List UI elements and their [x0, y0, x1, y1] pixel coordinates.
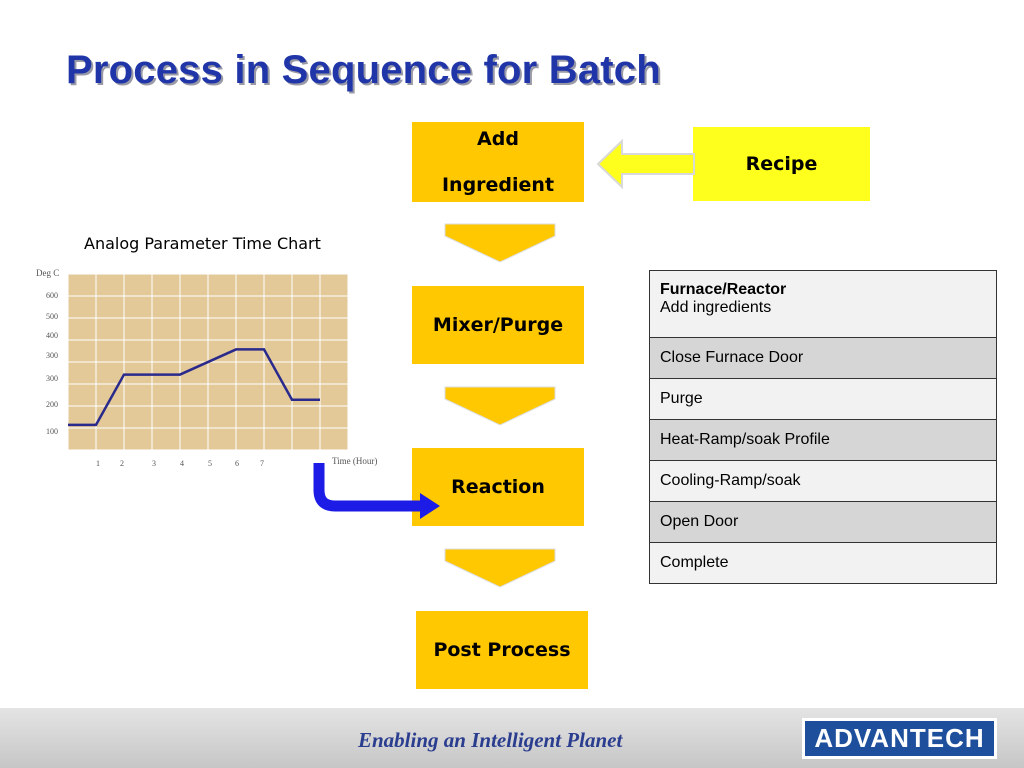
chart-x-tick-label: 4	[180, 459, 184, 468]
chart-y-label: Deg C	[36, 268, 59, 278]
add-ingredient-line2: Ingredient	[441, 174, 555, 196]
table-header-subtitle: Add ingredients	[660, 299, 772, 316]
chart-y-tick-label: 600	[46, 291, 58, 300]
chart-y-tick-label: 400	[46, 331, 58, 340]
chart-y-tick-label: 200	[46, 400, 58, 409]
down-arrow-3	[444, 548, 556, 588]
chart-y-tick-label: 300	[46, 351, 58, 360]
chart-x-tick-label: 7	[260, 459, 264, 468]
post-process-box: Post Process	[416, 611, 588, 689]
table-row: Close Furnace Door	[649, 337, 997, 379]
chart-x-label: Time (Hour)	[332, 456, 377, 466]
chart-y-tick-label: 100	[46, 427, 58, 436]
table-cell: Close Furnace Door	[649, 337, 997, 379]
chart-x-tick-label: 2	[120, 459, 124, 468]
table-cell: Open Door	[649, 501, 997, 543]
table-row: Heat-Ramp/soak Profile	[649, 419, 997, 461]
table-row: Purge	[649, 378, 997, 420]
table-cell: Heat-Ramp/soak Profile	[649, 419, 997, 461]
chart-series-line	[68, 348, 320, 427]
chart-x-tick-label: 1	[96, 459, 100, 468]
mixer-purge-label: Mixer/Purge	[432, 314, 564, 336]
temperature-time-chart: Deg C 600 500 400 300 300 200 100 1 2 3 4 5 6 7 Time…	[36, 268, 377, 468]
chart-y-tick-label: 300	[46, 374, 58, 383]
chart-to-reaction-arrow	[313, 463, 440, 519]
post-process-label: Post Process	[433, 639, 571, 661]
table-row: Open Door	[649, 501, 997, 543]
chart-y-tick-label: 500	[46, 312, 58, 321]
chart-x-tick-label: 5	[208, 459, 212, 468]
footer-slogan: Enabling an Intelligent Planet	[358, 728, 623, 752]
table-cell: Complete	[649, 542, 997, 584]
table-header-cell: Furnace/Reactor Add ingredients	[649, 270, 997, 338]
reaction-label: Reaction	[451, 476, 545, 498]
table-cell: Cooling-Ramp/soak	[649, 460, 997, 502]
furnace-steps-table: Furnace/Reactor Add ingredients Close Fu…	[649, 270, 997, 584]
advantech-logo: ADVANTECH	[802, 718, 997, 759]
mixer-purge-box: Mixer/Purge	[412, 286, 584, 364]
reaction-box: Reaction	[412, 448, 584, 526]
recipe-label: Recipe	[745, 153, 818, 175]
table-cell: Purge	[649, 378, 997, 420]
chart-x-tick-label: 6	[235, 459, 239, 468]
table-row: Cooling-Ramp/soak	[649, 460, 997, 502]
down-arrow-2	[444, 386, 556, 426]
table-header-title: Furnace/Reactor	[660, 281, 787, 298]
table-header-row: Furnace/Reactor Add ingredients	[649, 270, 997, 338]
table-row: Complete	[649, 542, 997, 584]
chart-caption: Analog Parameter Time Chart	[84, 234, 321, 253]
add-ingredient-line1: Add	[477, 128, 519, 150]
down-arrow-1	[444, 223, 556, 263]
slide-title: Process in Sequence for Batch	[66, 48, 661, 92]
add-ingredient-box: Add Ingredient	[412, 122, 584, 202]
chart-x-tick-label: 3	[152, 459, 156, 468]
recipe-arrow-left	[596, 138, 695, 190]
recipe-box: Recipe	[693, 127, 870, 201]
